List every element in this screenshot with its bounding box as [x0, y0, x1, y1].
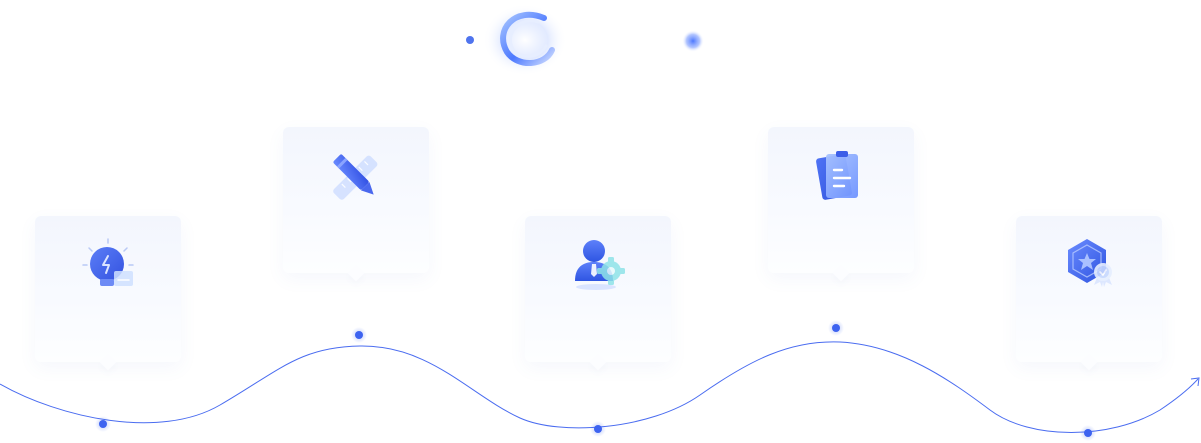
timeline-dots [95, 320, 1096, 441]
step-card-4[interactable] [768, 127, 914, 273]
step-card-5[interactable] [1016, 216, 1162, 362]
clipboard-document-icon [816, 151, 858, 200]
user-settings-icon [575, 240, 625, 290]
step-card-2[interactable] [283, 127, 429, 273]
step-card-3[interactable] [525, 216, 671, 362]
timeline-wave [0, 341, 1199, 433]
step-card-1[interactable] [35, 216, 181, 362]
pencil-ruler-icon [333, 154, 378, 200]
decorative-orbs [466, 4, 704, 76]
badge-medal-icon [1068, 239, 1112, 287]
lightbulb-icon [82, 238, 134, 286]
